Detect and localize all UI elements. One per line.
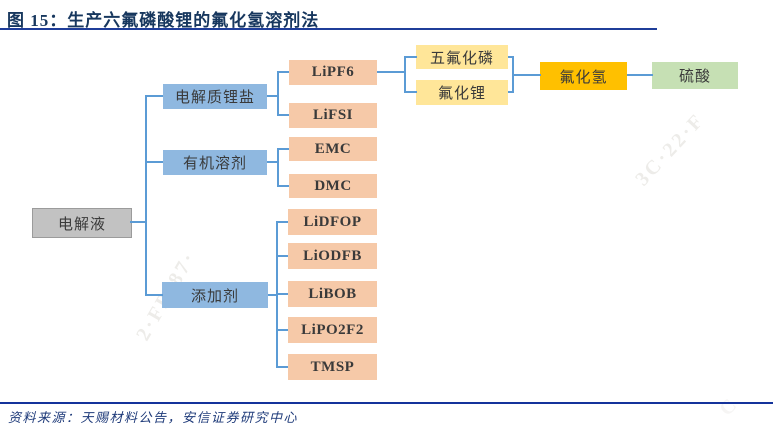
connector-segment [277,148,289,150]
footer-rule [0,402,773,404]
node-lif: 氟化锂 [416,80,508,105]
node-dianjieye: 电解液 [32,208,132,238]
node-dmc: DMC [289,174,377,198]
node-lipo2f2: LiPO2F2 [288,317,377,343]
connector-segment [145,96,147,296]
connector-segment [276,221,288,223]
connector-segment [404,56,406,93]
connector-segment [145,95,163,97]
node-lipf6: LiPF6 [289,60,377,85]
title-underline [0,28,657,30]
connector-segment [277,71,289,73]
node-emc: EMC [289,137,377,161]
connector-segment [404,91,417,93]
node-libob: LiBOB [288,281,377,307]
connector-segment [277,148,279,187]
watermark-text: C [715,392,744,421]
connector-segment [377,71,405,73]
connector-segment [276,293,288,295]
watermark-text: 3C·22·F [631,108,710,191]
source-note: 资料来源：天赐材料公告，安信证券研究中心 [8,410,299,425]
node-pf5: 五氟化磷 [416,45,508,69]
connector-segment [145,294,163,296]
connector-segment [145,161,163,163]
connector-segment [508,91,514,93]
connector-segment [267,95,278,97]
connector-segment [276,366,288,368]
node-lithium-salt: 电解质锂盐 [163,84,267,109]
node-hf: 氟化氢 [540,62,627,90]
connector-segment [277,72,279,116]
connector-segment [268,294,277,296]
connector-segment [130,221,146,223]
node-liodfb: LiODFB [288,243,377,269]
node-additive: 添加剂 [162,282,268,308]
node-lidfop: LiDFOP [288,209,377,235]
node-lifsi: LiFSI [289,103,377,128]
connector-segment [512,74,541,76]
connector-segment [508,56,514,58]
connector-segment [627,74,653,76]
node-organic-solvent: 有机溶剂 [163,150,267,175]
connector-segment [404,56,417,58]
figure-title: 图 15：生产六氟磷酸锂的氟化氢溶剂法 [7,11,320,30]
connector-segment [277,185,289,187]
node-h2so4: 硫酸 [652,62,738,89]
connector-segment [277,114,289,116]
connector-segment [276,329,288,331]
node-tmsp: TMSP [288,354,377,380]
connector-segment [276,255,288,257]
connector-segment [267,161,278,163]
